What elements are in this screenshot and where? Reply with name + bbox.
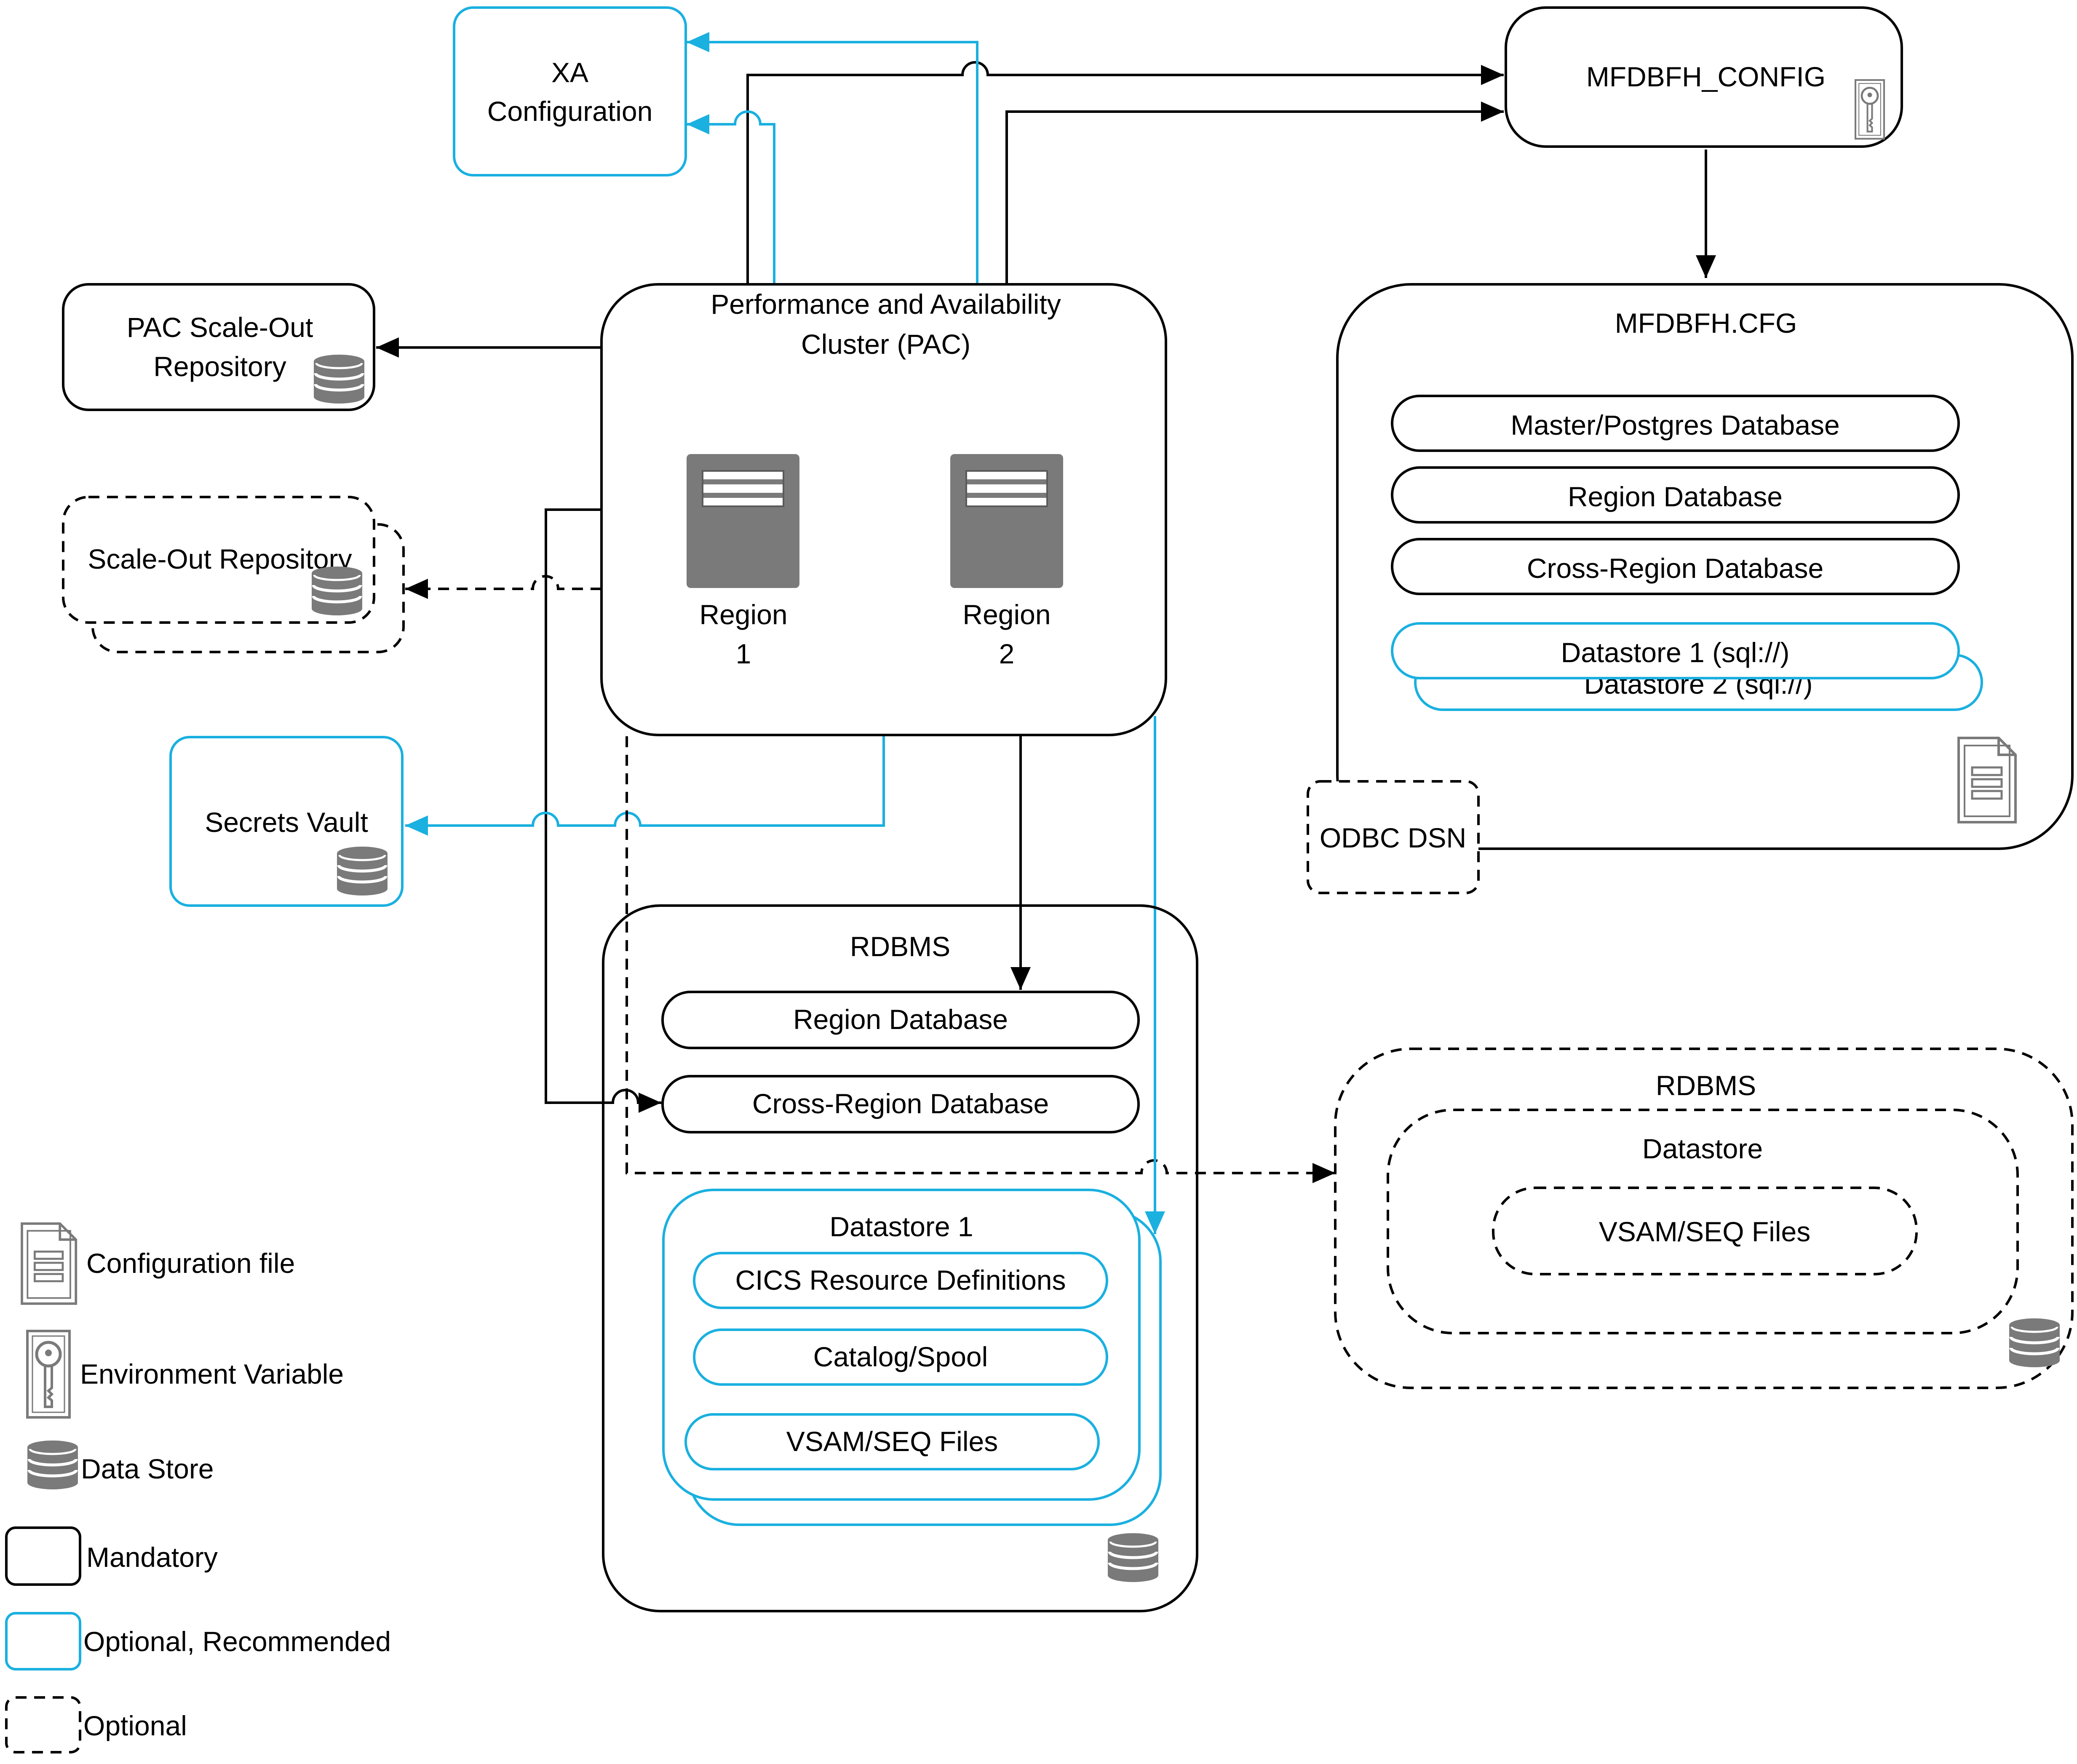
rdbms-optional-title: RDBMS [1656,1070,1756,1101]
legend-config-file-icon [22,1224,76,1304]
environment-variable-icon [1855,80,1884,139]
cfg-master-db[interactable] [1391,395,1960,452]
legend-data-store-icon [27,1441,78,1489]
xa-label-line1: XA [551,57,588,88]
legend-config-file-label: Configuration file [86,1248,295,1279]
mfdbfh-config-box[interactable] [1505,6,1903,148]
datastore-catalog-label: Catalog/Spool [813,1341,988,1372]
connector-pac-secrets [405,736,885,836]
cfg-datastore1-label: Datastore 1 (sql://) [1561,637,1790,668]
pac-box[interactable] [600,283,1167,736]
legend-env-var-icon [27,1331,70,1417]
pac-repository-label-line1: PAC Scale-Out [127,312,313,343]
xa-label-line2: Configuration [487,96,653,127]
region1-server-icon [686,453,800,589]
mfdbfh-config-label: MFDBFH_CONFIG [1586,61,1826,92]
rdbms-cross-region-db[interactable] [661,1075,1140,1133]
rdbms-region-db[interactable] [661,991,1140,1049]
scaleout-repository-label: Scale-Out Repository [88,543,352,575]
cfg-cross-region-db-label: Cross-Region Database [1527,553,1823,584]
cfg-cross-region-db[interactable] [1391,538,1960,595]
legend-recommended-swatch [5,1612,81,1670]
secrets-vault-datastore-icon [337,847,388,895]
rdbms-optional-vsam-label: VSAM/SEQ Files [1599,1216,1810,1247]
mfdbfh-cfg-title: MFDBFH.CFG [1615,307,1797,339]
connector-region1-xa [687,110,775,454]
region1-label-line1: Region [699,599,787,630]
pac-repository-datastore-icon [314,355,364,404]
datastore-vsam-label: VSAM/SEQ Files [786,1426,998,1457]
connector-pac-scaleout [405,575,601,599]
cfg-region-db-label: Region Database [1568,481,1783,512]
region1-label-line2: 1 [736,638,751,669]
scaleout-repository-box[interactable] [62,496,375,624]
cfg-region-db[interactable] [1391,466,1960,524]
xa-configuration-box[interactable] [453,6,687,176]
rdbms-region-db-label: Region Database [793,1004,1008,1035]
configuration-file-icon [1959,738,2016,822]
rdbms-optional-vsam-box[interactable] [1492,1187,1918,1275]
cfg-datastore1[interactable] [1391,622,1960,679]
rdbms-datastore-title: Datastore 1 [829,1211,973,1242]
legend-optional-swatch [5,1696,81,1753]
rdbms-optional-datastore-label: Datastore [1642,1133,1763,1164]
connector-region1-mfdbfh-config [746,61,1504,454]
rdbms-main-title: RDBMS [850,931,950,962]
region2-label-line2: 2 [999,638,1015,669]
region2-server-icon [949,453,1064,589]
datastore-vsam-seq-files[interactable] [684,1413,1100,1470]
odbc-dsn-label: ODBC DSN [1320,822,1466,853]
legend-env-var-label: Environment Variable [80,1358,344,1390]
legend-recommended-label: Optional, Recommended [83,1626,391,1657]
rdbms-cross-region-db-label: Cross-Region Database [752,1088,1049,1119]
connector-pac-optional-rdbms [626,736,1335,1183]
legend-mandatory-swatch [5,1526,81,1586]
region2-label-line1: Region [962,599,1051,630]
legend-mandatory-label: Mandatory [86,1542,218,1573]
datastore-cics-label: CICS Resource Definitions [735,1264,1066,1296]
connector-pac-crossregion [545,508,661,1113]
legend-data-store-label: Data Store [81,1453,214,1484]
odbc-dsn-box[interactable] [1307,780,1480,894]
datastore-cics-resource-defs[interactable] [693,1252,1108,1309]
secrets-vault-label: Secrets Vault [205,807,368,838]
pac-title-line2: Cluster (PAC) [801,329,970,360]
cfg-master-db-label: Master/Postgres Database [1510,409,1839,441]
pac-repository-box[interactable] [62,283,375,411]
scaleout-repository-datastore-icon [312,567,362,615]
legend-optional-label: Optional [83,1710,187,1741]
rdbms-optional-datastore-icon [2009,1318,2060,1367]
pac-title-line1: Performance and Availability [711,289,1061,320]
pac-repository-label-line2: Repository [153,351,286,382]
rdbms-main-datastore-icon [1108,1533,1158,1582]
rdbms-main-box[interactable] [602,904,1198,1612]
datastore-catalog-spool[interactable] [693,1328,1108,1386]
